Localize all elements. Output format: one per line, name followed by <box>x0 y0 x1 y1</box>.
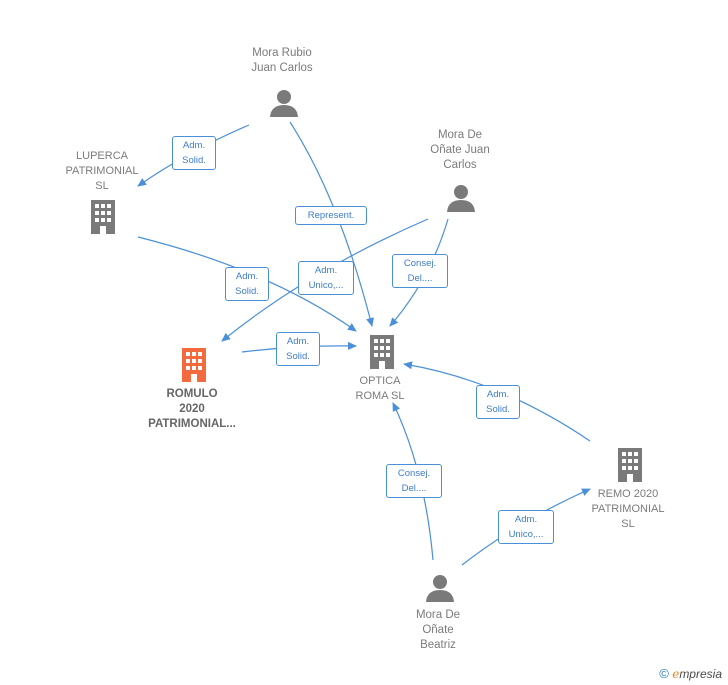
edge-label[interactable]: Consej. Del.... <box>386 464 442 498</box>
copyright-icon: © <box>659 666 669 681</box>
person-icon[interactable] <box>446 183 476 213</box>
building-icon[interactable] <box>614 447 646 483</box>
node-mora-onate-juan-carlos[interactable]: Mora De Oñate Juan Carlos <box>400 128 520 173</box>
edge-label[interactable]: Adm. Solid. <box>225 267 269 301</box>
node-romulo-2020-patrimonial[interactable]: ROMULO 2020 PATRIMONIAL... <box>122 387 262 432</box>
node-mora-rubio-juan-carlos[interactable]: Mora Rubio Juan Carlos <box>222 46 342 76</box>
node-remo-2020-patrimonial[interactable]: REMO 2020 PATRIMONIAL SL <box>570 487 686 532</box>
building-icon[interactable] <box>87 199 119 235</box>
brand-name: mpresia <box>679 667 722 681</box>
edge-label[interactable]: Adm. Solid. <box>476 385 520 419</box>
brand-logo-e: e <box>672 667 680 681</box>
node-label: OPTICA ROMA SL <box>355 375 405 402</box>
brand-footer: © empresia <box>659 666 722 681</box>
node-label: Mora Rubio Juan Carlos <box>251 47 313 74</box>
node-label: ROMULO 2020 PATRIMONIAL... <box>148 388 236 430</box>
node-label: LUPERCA PATRIMONIAL SL <box>65 150 139 192</box>
building-icon-highlighted[interactable] <box>178 347 210 383</box>
edge-label[interactable]: Adm. Solid. <box>276 332 320 366</box>
node-label: Mora De Oñate Juan Carlos <box>430 129 490 171</box>
edge-label[interactable]: Represent. <box>295 206 367 225</box>
person-icon[interactable] <box>425 573 455 603</box>
edge-label[interactable]: Adm. Solid. <box>172 136 216 170</box>
node-optica-roma-sl[interactable]: OPTICA ROMA SL <box>320 374 440 404</box>
edge-label[interactable]: Consej. Del.... <box>392 254 448 288</box>
edge-label[interactable]: Adm. Unico,... <box>498 510 554 544</box>
building-icon[interactable] <box>366 334 398 370</box>
node-luperca-patrimonial[interactable]: LUPERCA PATRIMONIAL SL <box>42 149 162 194</box>
node-label: REMO 2020 PATRIMONIAL SL <box>591 488 665 530</box>
edge-label[interactable]: Adm. Unico,... <box>298 261 354 295</box>
node-mora-onate-beatriz[interactable]: Mora De Oñate Beatriz <box>378 608 498 653</box>
node-label: Mora De Oñate Beatriz <box>415 609 461 651</box>
person-icon[interactable] <box>269 88 299 118</box>
